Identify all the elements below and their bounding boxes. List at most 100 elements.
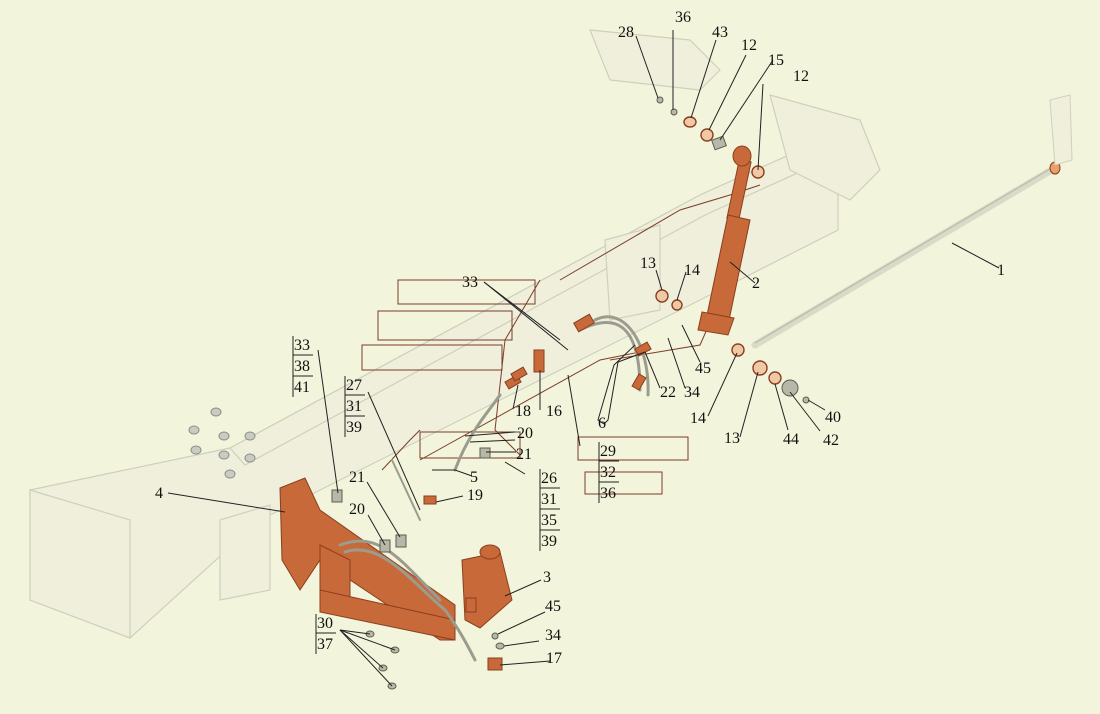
stacked-callout-s4-1: 32 [600, 464, 616, 481]
nut-34 [495, 642, 505, 650]
washer-43 [683, 116, 697, 128]
stacked-callout-s3-3: 39 [541, 533, 557, 550]
fitting-18b [510, 366, 528, 382]
stacked-callout-s1-0: 33 [294, 337, 310, 354]
callout-15: 15 [768, 52, 784, 69]
washer-13-lower [752, 360, 768, 376]
fittings [423, 313, 652, 671]
valve-port [465, 597, 477, 613]
frame-long-member [29, 149, 839, 639]
callout-34-upper: 34 [684, 384, 700, 401]
callout-36: 36 [675, 9, 691, 26]
washer-14-lower [731, 343, 745, 357]
stacked-callout-s3-0: 26 [541, 470, 557, 487]
valve-block [461, 544, 513, 629]
washer-13-upper [655, 289, 669, 303]
callout-45-upper: 45 [695, 360, 711, 377]
stacked-callout-s4-0: 29 [600, 443, 616, 460]
frame-bolt [218, 431, 230, 441]
bolt-28 [656, 96, 664, 104]
callout-6: 6 [598, 415, 606, 432]
callout-12-right: 12 [793, 68, 809, 85]
rod-highlight [754, 165, 1056, 344]
frame-bolt [224, 469, 236, 479]
plate-outline [377, 310, 513, 341]
callout-44: 44 [783, 431, 799, 448]
callout-20-upper: 20 [517, 425, 533, 442]
nut-42 [781, 379, 799, 397]
callout-34-lower: 34 [545, 627, 561, 644]
callout-21-lower: 21 [349, 469, 365, 486]
fitting-22b [631, 373, 647, 391]
cylinder-base [697, 311, 735, 336]
callout-14-upper: 14 [684, 262, 700, 279]
frame-wire-outline [419, 349, 651, 461]
callout-5: 5 [470, 469, 478, 486]
fitting-19 [423, 495, 437, 505]
fitting-16 [533, 349, 545, 373]
hose [578, 321, 642, 392]
hose [443, 608, 477, 662]
callout-28: 28 [618, 24, 634, 41]
frame-bolt [218, 450, 230, 460]
clamp-21-upper [479, 447, 491, 459]
callout-4: 4 [155, 485, 163, 502]
bracket-plate [279, 477, 456, 641]
valve-body [461, 551, 513, 629]
callout-19: 19 [467, 487, 483, 504]
vehicle-frame [29, 29, 881, 639]
washer-45 [491, 632, 499, 640]
frame-bolt [244, 431, 256, 441]
frame-wire-outline [494, 279, 541, 456]
callout-14-lower: 14 [690, 410, 706, 427]
callout-33: 33 [462, 274, 478, 291]
bushing-15 [711, 135, 727, 151]
frame-rear-end [29, 489, 131, 639]
callout-2: 2 [752, 275, 760, 292]
callout-13-upper: 13 [640, 255, 656, 272]
mounting-bracket [279, 477, 456, 641]
callout-1: 1 [997, 262, 1005, 279]
stacked-callout-s4-2: 36 [600, 485, 616, 502]
callout-labels: 1 2 3 4 5 6 12 12 13 13 14 14 15 16 17 1… [155, 9, 1005, 667]
bolt-40 [802, 396, 810, 404]
rod [751, 94, 1073, 349]
hose [343, 548, 447, 612]
hose [593, 315, 650, 397]
clamp-20 [379, 539, 391, 553]
fitting-hose-end [573, 313, 595, 333]
stacked-callout-s2-0: 27 [346, 377, 362, 394]
frame-bracket-mid [604, 224, 661, 321]
callout-21-upper: 21 [516, 446, 532, 463]
leader-lines [167, 30, 1000, 687]
cylinder-top-eye [732, 145, 752, 167]
callout-20-lower: 20 [349, 501, 365, 518]
callout-42: 42 [823, 432, 839, 449]
stacked-callout-s1-1: 38 [294, 358, 310, 375]
frame-crossmember-right [769, 94, 881, 201]
stacked-callout-s2-2: 39 [346, 419, 362, 436]
frame-bolt [190, 445, 202, 455]
frame-bolts [188, 407, 256, 479]
plate-outline [577, 436, 689, 461]
washer-12-top [700, 128, 714, 142]
plate-outline [584, 471, 663, 495]
bolt-33-38-41 [331, 489, 343, 503]
frame-bolt [244, 453, 256, 463]
fitting-17 [487, 657, 503, 671]
callout-3: 3 [543, 569, 551, 586]
hydraulic-cylinder [697, 145, 752, 336]
hoses [338, 315, 650, 662]
washer-44 [768, 371, 782, 385]
rod-bracket [1049, 94, 1073, 166]
callout-13-lower: 13 [724, 430, 740, 447]
clamp-21 [395, 534, 407, 548]
rod-body [751, 164, 1059, 349]
callout-22: 22 [660, 384, 676, 401]
callout-45-lower: 45 [545, 598, 561, 615]
valve-cap [479, 544, 501, 560]
callout-18: 18 [515, 403, 531, 420]
callout-40: 40 [825, 409, 841, 426]
